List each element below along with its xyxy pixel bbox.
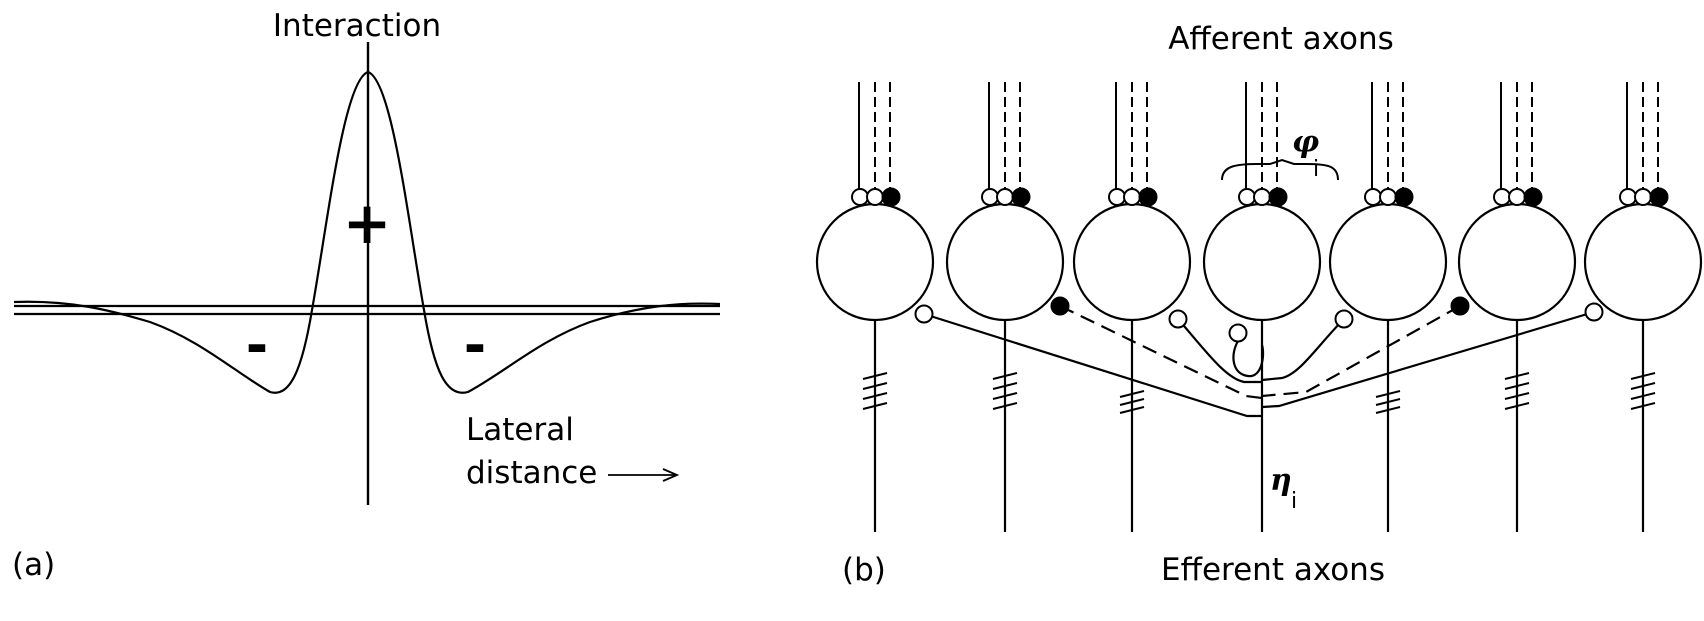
- collateral-tick: [862, 392, 888, 400]
- input-synapse-open: [1508, 188, 1526, 206]
- input-synapse-filled: [1138, 187, 1158, 207]
- efferent-axons-label: Efferent axons: [1161, 552, 1385, 588]
- neuron-cell-body: [815, 202, 935, 322]
- lateral-line-mid-right-dashed: [1261, 305, 1461, 398]
- neuron: [1457, 82, 1577, 532]
- neuron-cell-body: [945, 202, 1065, 322]
- collateral-tick: [1630, 402, 1656, 410]
- neuron: [815, 82, 935, 532]
- input-synapse-open: [1123, 188, 1141, 206]
- collateral-tick: [1504, 392, 1530, 400]
- input-synapse-open: [981, 188, 999, 206]
- neuron-cell-body: [1328, 202, 1448, 322]
- panel-b: Afferent axons Efferent axons (b): [815, 21, 1703, 588]
- collateral-tick: [1630, 382, 1656, 390]
- input-synapse-open: [866, 188, 884, 206]
- lateral-line-near-right: [1261, 318, 1345, 382]
- input-synapse-open: [1108, 188, 1126, 206]
- collateral-tick: [1504, 372, 1530, 380]
- collateral-tick: [862, 382, 888, 390]
- collateral-tick: [1630, 392, 1656, 400]
- collateral-tick: [992, 382, 1018, 390]
- neuron: [1328, 82, 1448, 532]
- neuron: [1202, 82, 1322, 532]
- lateral-synapse-open: [1584, 302, 1604, 322]
- collateral-tick: [1375, 406, 1401, 414]
- input-synapse-filled: [1649, 187, 1669, 207]
- collateral-tick: [1504, 382, 1530, 390]
- panel-a: + - - Interaction Lateral distance (a): [12, 8, 721, 583]
- collateral-tick: [1630, 372, 1656, 380]
- neuron: [945, 82, 1065, 532]
- input-synapse-open: [1619, 188, 1637, 206]
- neuron: [1583, 82, 1703, 532]
- input-synapse-open: [1634, 188, 1652, 206]
- lateral-line-mid-left-dashed: [1059, 305, 1263, 400]
- input-synapse-open: [1493, 188, 1511, 206]
- collateral-tick: [1119, 390, 1145, 398]
- lateral-synapses: [914, 296, 1604, 343]
- input-synapse-open: [1379, 188, 1397, 206]
- input-symbol-phi: φ: [1292, 125, 1319, 160]
- afferent-axons-label: Afferent axons: [1168, 21, 1394, 57]
- lateral-synapse-open: [1334, 309, 1354, 329]
- input-synapse-open: [1253, 188, 1271, 206]
- interaction-curve: [13, 70, 721, 394]
- collateral-tick: [862, 372, 888, 380]
- input-synapse-open: [1364, 188, 1382, 206]
- input-synapse-filled: [1268, 187, 1288, 207]
- plus-sign: +: [343, 189, 392, 257]
- input-synapse-filled: [1394, 187, 1414, 207]
- input-synapse-open: [851, 188, 869, 206]
- lateral-line-near-left: [1177, 318, 1262, 384]
- lateral-line-far-right: [1261, 310, 1595, 409]
- lateral-synapse-filled: [1450, 296, 1470, 316]
- panel-b-label: (b): [842, 552, 886, 588]
- output-symbol-eta: η: [1270, 463, 1292, 498]
- collateral-tick: [1119, 398, 1145, 406]
- lateral-synapse-filled: [1050, 296, 1070, 316]
- minus-sign-left: -: [246, 314, 268, 377]
- collateral-tick: [1375, 398, 1401, 406]
- output-subscript: i: [1291, 489, 1297, 514]
- panel-a-label: (a): [12, 547, 55, 583]
- input-subscript: i: [1313, 157, 1319, 182]
- input-brace: [1221, 158, 1339, 181]
- y-axis-label: Interaction: [273, 8, 441, 44]
- collateral-tick: [862, 402, 888, 410]
- neuron-cell-body: [1072, 202, 1192, 322]
- neuron-cell-body: [1457, 202, 1577, 322]
- collateral-tick: [992, 402, 1018, 410]
- lateral-connections: [923, 305, 1595, 418]
- collateral-tick: [992, 372, 1018, 380]
- collateral-tick: [1119, 406, 1145, 414]
- lateral-line-far-left: [923, 312, 1262, 418]
- input-synapse-filled: [1523, 187, 1543, 207]
- input-synapse-filled: [1011, 187, 1031, 207]
- arrow-right-icon: [608, 468, 680, 482]
- x-axis-label-line2: distance: [466, 455, 597, 491]
- neuron-layer: [815, 82, 1703, 532]
- lateral-synapse-open: [914, 304, 934, 324]
- lateral-synapse-open: [1168, 309, 1188, 329]
- neuron-cell-body: [1202, 202, 1322, 322]
- neuron: [1072, 82, 1192, 532]
- self-loop: [1232, 340, 1265, 378]
- input-synapse-open: [996, 188, 1014, 206]
- minus-sign-right: -: [464, 314, 486, 377]
- input-synapse-filled: [881, 187, 901, 207]
- collateral-tick: [992, 392, 1018, 400]
- collateral-tick: [1375, 390, 1401, 398]
- x-axis-label-line1: Lateral: [466, 412, 574, 448]
- collateral-tick: [1504, 402, 1530, 410]
- neuron-cell-body: [1583, 202, 1703, 322]
- input-synapse-open: [1238, 188, 1256, 206]
- lateral-synapse-open: [1228, 323, 1248, 343]
